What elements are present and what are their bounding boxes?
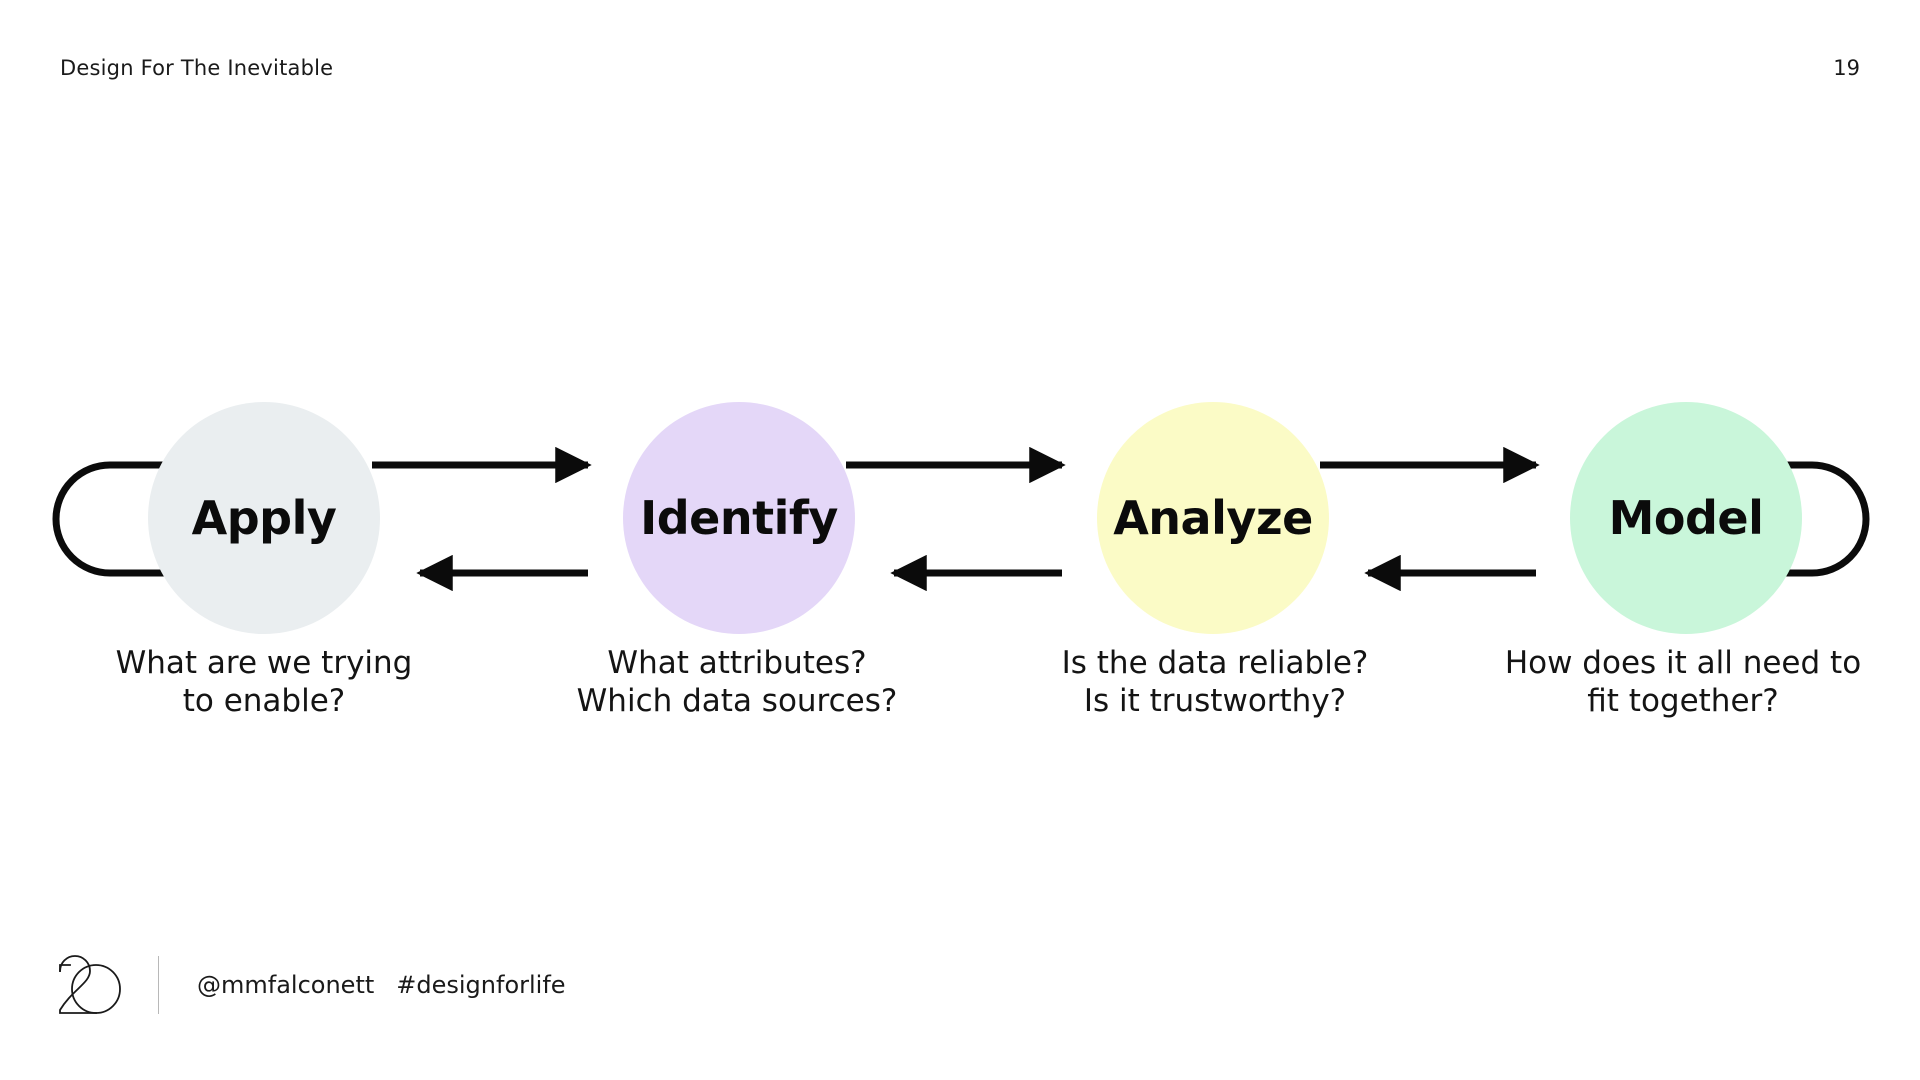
- node-identify[interactable]: Identify: [623, 402, 855, 634]
- footer-handles: @mmfalconett #designforlife: [197, 971, 566, 999]
- caption-apply-line-1: What are we trying: [115, 645, 413, 681]
- page-number: 19: [1833, 56, 1860, 80]
- footer-divider: [158, 956, 159, 1014]
- caption-model-line-1: How does it all need to: [1504, 645, 1862, 681]
- node-identify-label: Identify: [640, 491, 838, 545]
- 20-monogram-logo-icon: [59, 955, 121, 1014]
- caption-analyze: Is the data reliable? Is it trustworthy?: [1000, 645, 1430, 721]
- node-analyze-label: Analyze: [1113, 491, 1313, 545]
- caption-identify: What attributes? Which data sources?: [512, 645, 962, 721]
- loop-connector-left: [52, 461, 200, 577]
- hashtag[interactable]: #designforlife: [396, 971, 566, 999]
- caption-model: How does it all need to fit together?: [1448, 645, 1918, 721]
- node-analyze[interactable]: Analyze: [1097, 402, 1329, 634]
- slide-footer: @mmfalconett #designforlife: [56, 948, 566, 1022]
- caption-apply: What are we trying to enable?: [44, 645, 484, 721]
- node-apply[interactable]: Apply: [148, 402, 380, 634]
- caption-identify-line-2: Which data sources?: [576, 682, 898, 719]
- page-title: Design For The Inevitable: [60, 56, 334, 80]
- loop-connector-right: [1740, 461, 1870, 577]
- node-apply-label: Apply: [191, 491, 337, 545]
- caption-identify-line-1: What attributes?: [607, 645, 867, 681]
- node-model[interactable]: Model: [1570, 402, 1802, 634]
- caption-analyze-line-2: Is it trustworthy?: [1083, 682, 1347, 719]
- caption-model-line-2: fit together?: [1587, 682, 1779, 719]
- caption-analyze-line-1: Is the data reliable?: [1061, 645, 1369, 681]
- slide-header: Design For The Inevitable 19: [60, 56, 1860, 92]
- caption-apply-line-2: to enable?: [182, 682, 346, 719]
- node-model-label: Model: [1608, 491, 1764, 545]
- social-handle[interactable]: @mmfalconett: [197, 971, 375, 999]
